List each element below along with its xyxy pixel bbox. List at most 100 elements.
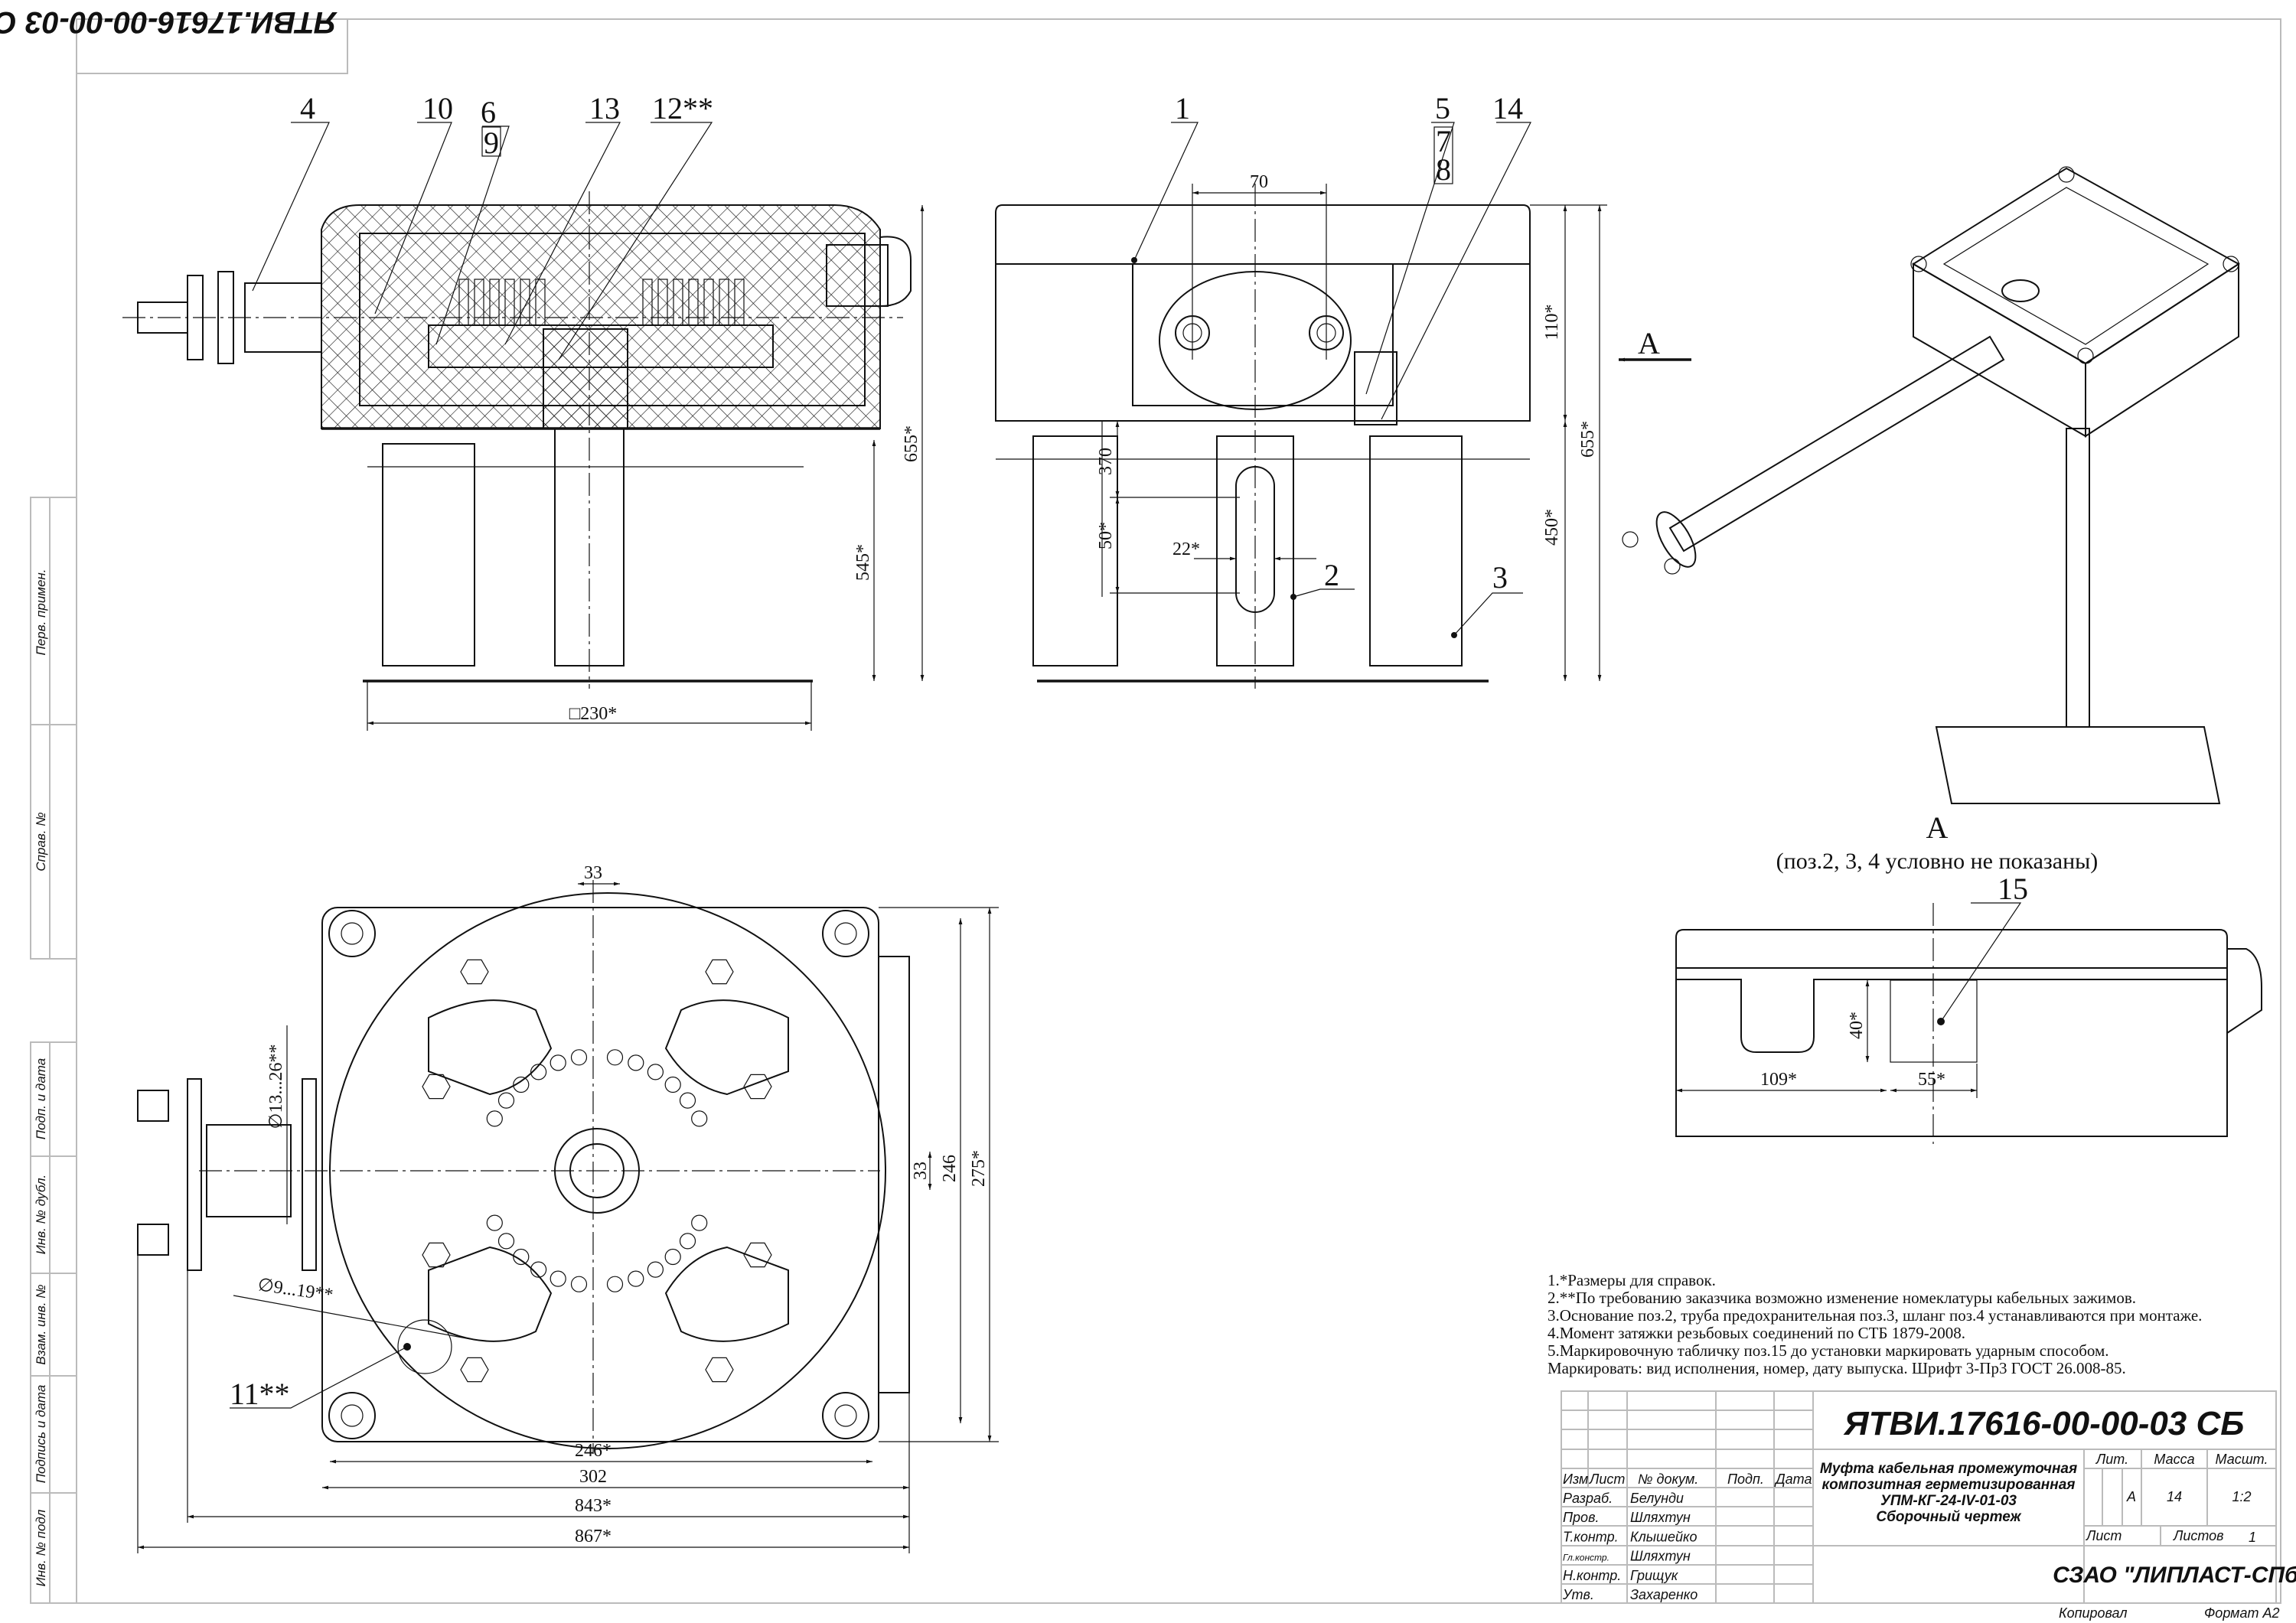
hex-nut <box>705 959 734 985</box>
name-line-2: композитная герметизированная <box>1822 1477 2076 1493</box>
dim-545: 545* <box>853 544 873 581</box>
terminal-screw <box>691 1214 708 1231</box>
role-label: Утв. <box>1562 1587 1594 1602</box>
role-name: Белунди <box>1630 1491 1684 1506</box>
dim-55: 55* <box>1918 1070 1945 1090</box>
strip-ref-no: Справ. № <box>34 812 48 871</box>
note-1: 1.*Размеры для справок. <box>1548 1271 1716 1289</box>
dim-867: 867* <box>575 1527 612 1546</box>
strip-sign-date-1: Подп. и дата <box>34 1058 48 1139</box>
terminal-screw <box>550 1054 566 1071</box>
technical-notes: 1.*Размеры для справок. 2.**По требовани… <box>1548 1271 2202 1377</box>
note-6: Маркировать: вид исполнения, номер, дату… <box>1548 1359 2126 1377</box>
role-name: Шляхтун <box>1630 1510 1691 1525</box>
dim-d13-26: ∅13...26** <box>266 1045 286 1129</box>
pos-7: 7 <box>1436 124 1451 158</box>
lit-label: Лит. <box>2095 1452 2128 1467</box>
terminal-screw <box>628 1054 644 1071</box>
terminal-screw <box>679 1092 696 1109</box>
terminal-screw <box>497 1233 515 1250</box>
role-label: Н.контр. <box>1563 1568 1621 1583</box>
dim-230: □230* <box>569 704 618 724</box>
role-label: Т.контр. <box>1563 1529 1619 1544</box>
isometric-view <box>1622 166 2240 804</box>
terminal-screw <box>570 1276 588 1292</box>
strip-sign-date-2: Подпись и дата <box>34 1385 48 1484</box>
pos-5: 5 <box>1435 91 1450 125</box>
role-label: Гл.констр. <box>1563 1553 1609 1563</box>
terminal-screw <box>647 1064 664 1080</box>
mass-label: Масса <box>2154 1452 2194 1467</box>
hex-nut <box>705 1357 734 1383</box>
hex-nut <box>460 959 489 985</box>
dim-655-front: 655* <box>902 425 921 462</box>
terminal-screw <box>679 1233 696 1250</box>
terminal-screw <box>570 1049 588 1066</box>
dim-40: 40* <box>1847 1012 1867 1039</box>
pos-2: 2 <box>1324 558 1339 592</box>
terminal-screw <box>513 1076 530 1093</box>
dim-302: 302 <box>579 1467 607 1487</box>
designation: ЯТВИ.17616-00-00-03 СБ <box>1844 1405 2245 1442</box>
pos-9: 9 <box>484 125 499 160</box>
terminal-screw <box>550 1270 566 1287</box>
corner-screw <box>822 1392 869 1439</box>
rotated-stamp-box <box>76 18 348 74</box>
strip-dup-inv: Инв. № дубл. <box>34 1175 48 1255</box>
hdr-doc: № докум. <box>1638 1471 1698 1487</box>
pos-13: 13 <box>589 91 620 125</box>
dim-843: 843* <box>575 1496 612 1516</box>
format-label: Формат А2 <box>2204 1605 2280 1621</box>
sheet-frame: ЯТВИ.17616-00-00-03 СБ <box>0 5 2281 1604</box>
name-line-4: Сборочный чертеж <box>1876 1509 2021 1525</box>
role-label: Пров. <box>1563 1510 1599 1525</box>
terminal-screw <box>486 1110 503 1127</box>
title-block: ЯТВИ.17616-00-00-03 СБ Изм Лист № докум.… <box>1561 1390 2296 1621</box>
terminal-screw <box>664 1076 681 1093</box>
hex-nut <box>460 1357 489 1383</box>
pos-4: 4 <box>300 91 315 125</box>
dim-50: 50* <box>1096 522 1116 549</box>
scale-value: 1:2 <box>2232 1489 2251 1504</box>
terminal-screw <box>691 1110 708 1127</box>
hdr-sign: Подп. <box>1727 1471 1764 1487</box>
terminal-screw <box>513 1248 530 1266</box>
dim-275: 275* <box>969 1150 989 1187</box>
note-4: 4.Момент затяжки резьбовых соединений по… <box>1548 1324 1965 1342</box>
sheets-label: Листов <box>2173 1528 2224 1543</box>
hdr-date: Дата <box>1774 1471 1812 1487</box>
strip-first-use: Перв. примен. <box>34 569 48 656</box>
terminal-screw <box>628 1270 644 1287</box>
corner-screw <box>822 910 869 957</box>
hex-nut <box>422 1242 451 1268</box>
hex-nut <box>422 1074 451 1100</box>
dim-370: 370 <box>1096 448 1116 475</box>
dim-246b: 246* <box>575 1441 612 1461</box>
company: СЗАО "ЛИПЛАСТ-СПб" <box>2053 1563 2296 1588</box>
terminal-screw <box>664 1248 681 1266</box>
role-name: Захаренко <box>1630 1587 1698 1602</box>
corner-screw <box>328 910 376 957</box>
side-strip: Перв. примен. Справ. № Подп. и дата Инв.… <box>30 497 77 1604</box>
note-2: 2.**По требованию заказчика возможно изм… <box>1548 1289 2136 1307</box>
hex-nut <box>743 1242 772 1268</box>
dim-110: 110* <box>1542 304 1562 340</box>
dim-70: 70 <box>1250 172 1268 192</box>
pos-14: 14 <box>1492 91 1523 125</box>
role-label: Разраб. <box>1563 1491 1613 1506</box>
name-line-1: Муфта кабельная промежуточная <box>1820 1461 2077 1477</box>
hex-nut <box>743 1074 772 1100</box>
sheet-label: Лист <box>2086 1528 2122 1543</box>
corner-screw <box>328 1392 376 1439</box>
front-section-view: □230* 655* 545* 4 10 6 9 13 12** <box>122 91 925 731</box>
dim-33-right: 33 <box>911 1162 931 1180</box>
dim-450: 450* <box>1542 509 1562 546</box>
terminal-screw <box>606 1049 624 1066</box>
view-a-subtitle: (поз.2, 3, 4 условно не показаны) <box>1776 849 2099 874</box>
strip-repl-inv: Взам. инв. № <box>34 1284 48 1364</box>
rotated-designation: ЯТВИ.17616-00-00-03 СБ <box>0 5 338 39</box>
terminal-screw <box>647 1261 664 1278</box>
scale-label: Масшт. <box>2216 1452 2268 1467</box>
terminal-screw <box>530 1064 547 1080</box>
